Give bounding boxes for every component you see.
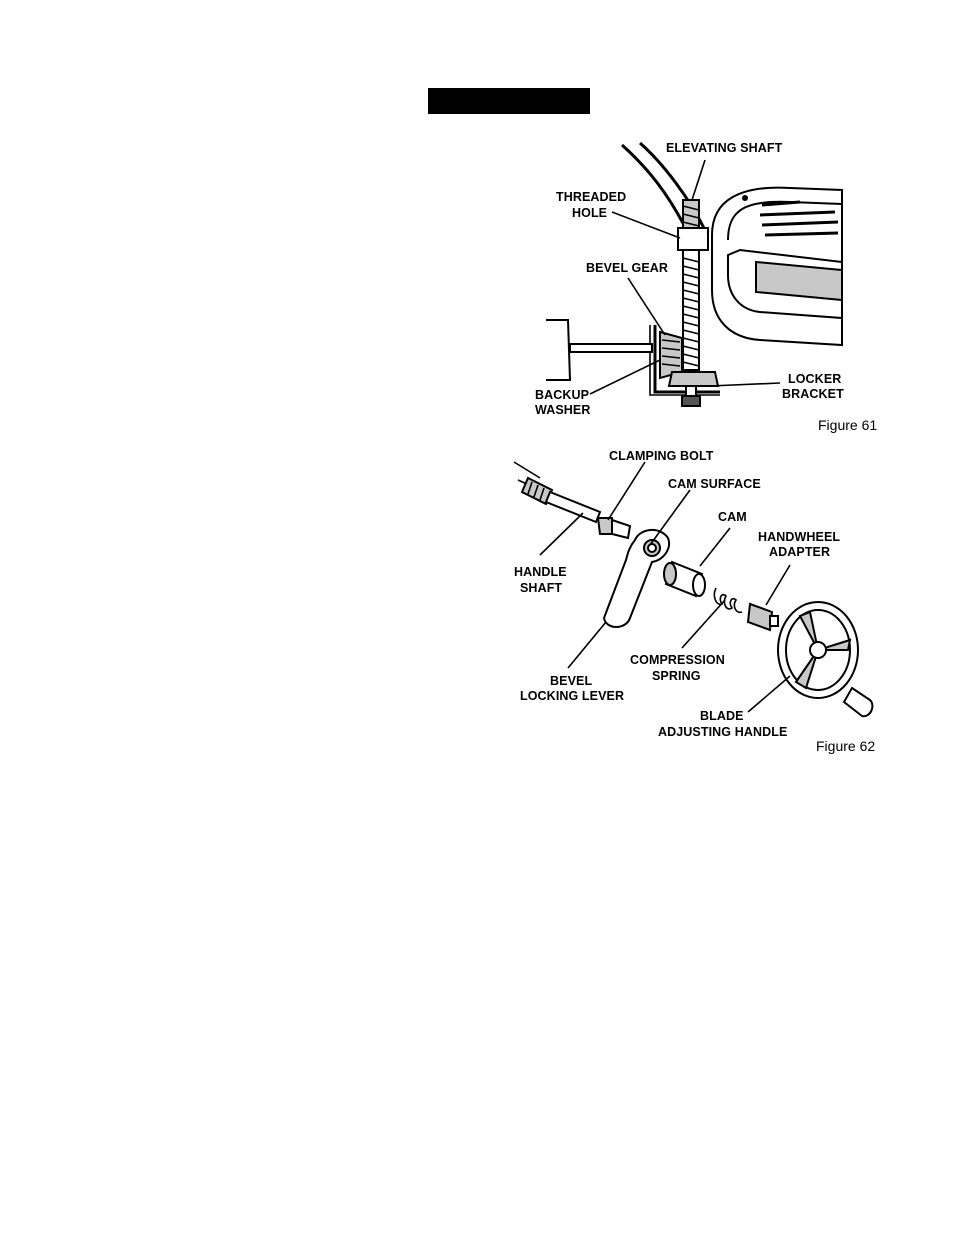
label-handwheel: HANDWHEEL: [758, 530, 840, 544]
handle-shaft: [514, 462, 600, 522]
label-locking-lever: LOCKING LEVER: [520, 689, 624, 703]
figure-61-caption: Figure 61: [818, 417, 877, 433]
label-compression: COMPRESSION: [630, 653, 725, 667]
label-washer: WASHER: [535, 403, 590, 417]
label-cam-surface: CAM SURFACE: [668, 477, 761, 491]
handwheel-adapter: [748, 604, 778, 630]
label-bevel-gear: BEVEL GEAR: [586, 261, 668, 275]
label-shaft: SHAFT: [520, 581, 562, 595]
label-bracket: BRACKET: [782, 387, 844, 401]
label-adapter: ADAPTER: [769, 545, 830, 559]
label-elevating-shaft: ELEVATING SHAFT: [666, 141, 783, 155]
compression-spring: [714, 588, 742, 612]
label-cam: CAM: [718, 510, 747, 524]
cam: [664, 562, 705, 596]
label-locker: LOCKER: [788, 372, 841, 386]
threaded-block: [678, 228, 708, 250]
label-threaded: THREADED: [556, 190, 626, 204]
handwheel: [778, 602, 872, 716]
label-bevel: BEVEL: [550, 674, 592, 688]
label-clamping-bolt: CLAMPING BOLT: [609, 449, 714, 463]
label-blade: BLADE: [700, 709, 744, 723]
clamping-bolt: [598, 518, 630, 538]
label-handle: HANDLE: [514, 565, 567, 579]
figure-62-caption: Figure 62: [816, 738, 875, 754]
label-backup: BACKUP: [535, 388, 589, 402]
label-hole: HOLE: [572, 206, 607, 220]
bevel-locking-lever: [604, 530, 669, 627]
label-adjusting-handle: ADJUSTING HANDLE: [658, 725, 787, 739]
label-spring: SPRING: [652, 669, 701, 683]
